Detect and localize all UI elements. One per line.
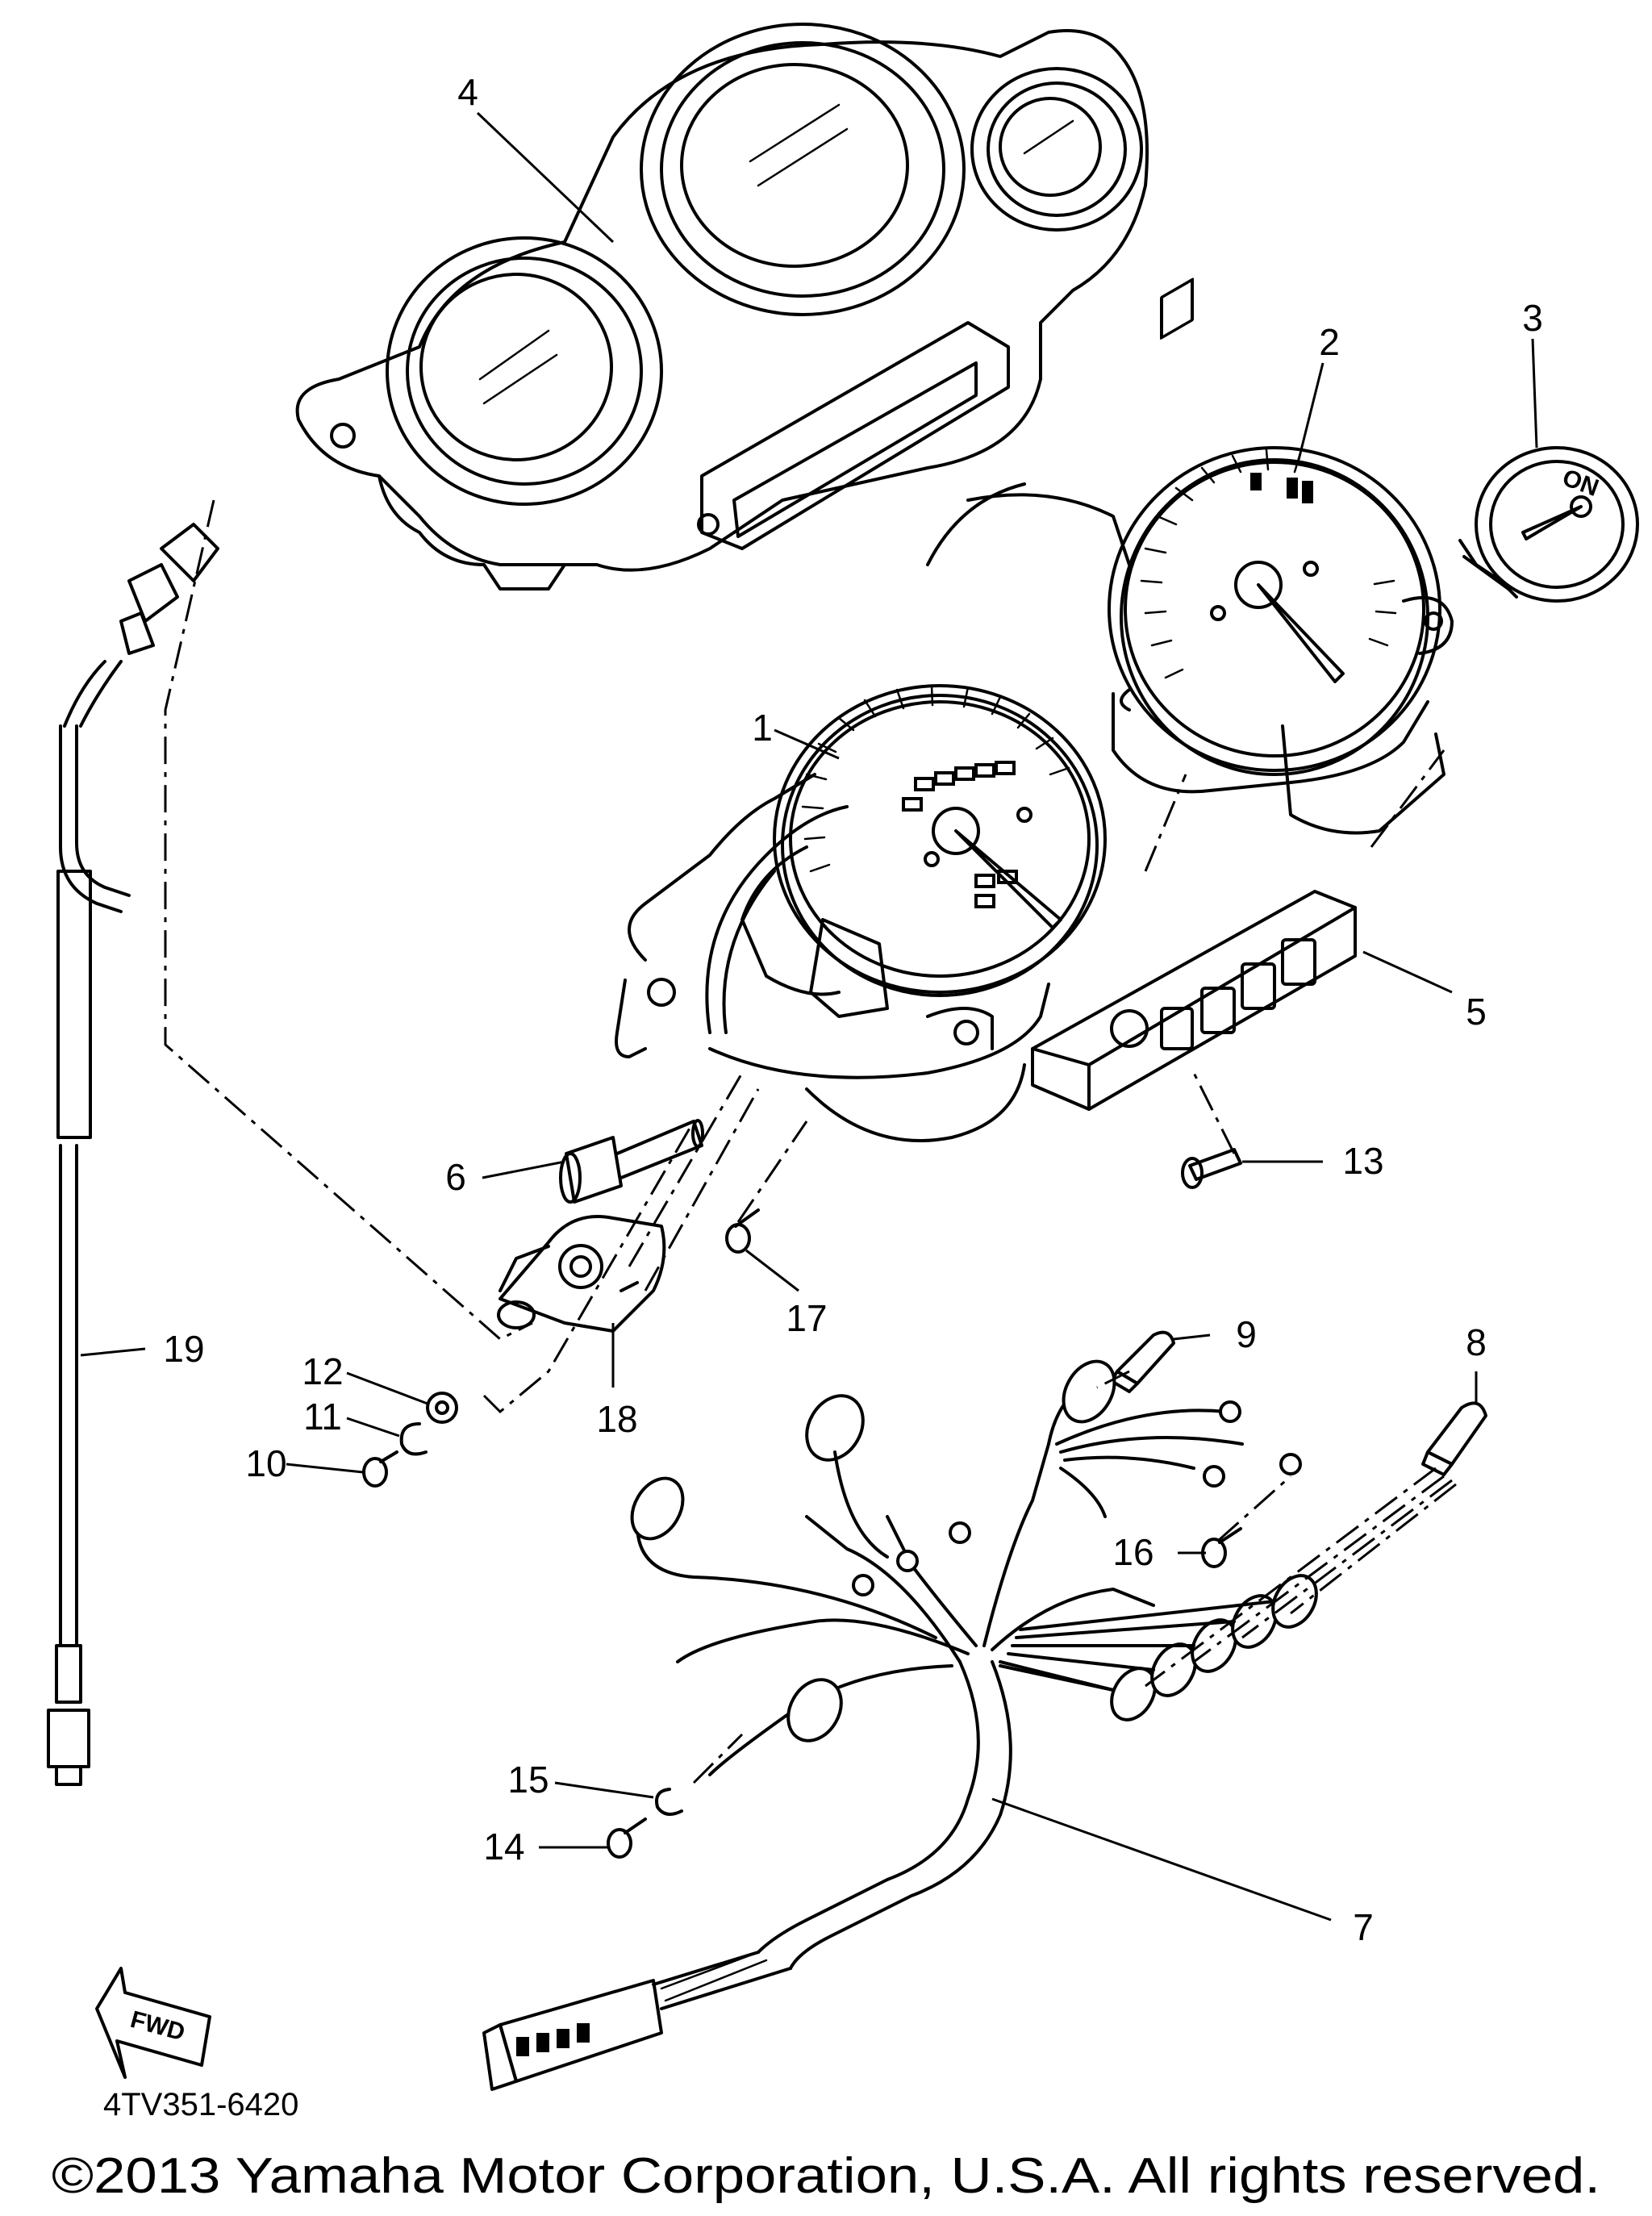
part-label-14: 14 [483, 1826, 524, 1868]
fastener-11-drawing [399, 1422, 428, 1456]
speedometer-drawing [615, 482, 1446, 1142]
part-label-12: 12 [302, 1350, 343, 1392]
part-label-15: 15 [507, 1759, 549, 1801]
bulb-8-drawing [1421, 1401, 1487, 1476]
part-label-2: 2 [1319, 321, 1340, 363]
part-label-8: 8 [1466, 1321, 1487, 1363]
part-label-1: 1 [752, 707, 773, 749]
fastener-17-drawing [725, 1208, 760, 1254]
drive-gear-unit-drawing [497, 1215, 666, 1333]
part-label-7: 7 [1353, 1906, 1374, 1948]
part-labels: 4 2 3 1 5 6 7 8 9 10 11 12 13 14 15 16 1… [163, 71, 1542, 1948]
wire-harness-drawing [482, 1359, 1318, 2091]
fwd-arrow-icon: FWD [95, 1967, 211, 2079]
fwd-label: FWD [127, 2006, 188, 2047]
part-label-16: 16 [1112, 1531, 1153, 1573]
part-label-18: 18 [596, 1398, 637, 1440]
assembly-lines [164, 499, 1457, 1784]
part-label-9: 9 [1236, 1313, 1257, 1355]
part-label-13: 13 [1342, 1140, 1383, 1182]
part-label-19: 19 [163, 1328, 204, 1370]
part-label-10: 10 [245, 1442, 286, 1484]
fastener-14-drawing [607, 1817, 647, 1859]
meter-cable-drawing [47, 523, 219, 1786]
part-label-5: 5 [1466, 991, 1487, 1033]
leader-lines [80, 111, 1538, 1922]
part-label-6: 6 [445, 1156, 466, 1198]
fastener-13-drawing [1181, 1148, 1242, 1189]
tachometer-drawing [1108, 446, 1454, 776]
fuel-on-label: ON [1559, 465, 1603, 502]
part-label-17: 17 [786, 1297, 827, 1339]
knob-drawing [559, 1119, 704, 1204]
fastener-15-drawing [655, 1788, 683, 1816]
part-label-3: 3 [1522, 297, 1543, 339]
fastener-10-drawing [362, 1450, 398, 1488]
bulb-9-drawing [1110, 1330, 1175, 1393]
fastener-16-drawing [1201, 1527, 1242, 1568]
indicator-panel-drawing [1031, 278, 1357, 1111]
copyright-notice: ©2013 Yamaha Motor Corporation, U.S.A. A… [52, 2148, 1600, 2204]
fuel-gauge-drawing: ON [1458, 446, 1639, 603]
part-label-11: 11 [303, 1396, 342, 1438]
meter-cover-drawing [295, 23, 1149, 591]
part-label-4: 4 [457, 71, 478, 113]
fastener-12-drawing [426, 1392, 458, 1424]
diagram-code: 4TV351-6420 [103, 2087, 298, 2122]
